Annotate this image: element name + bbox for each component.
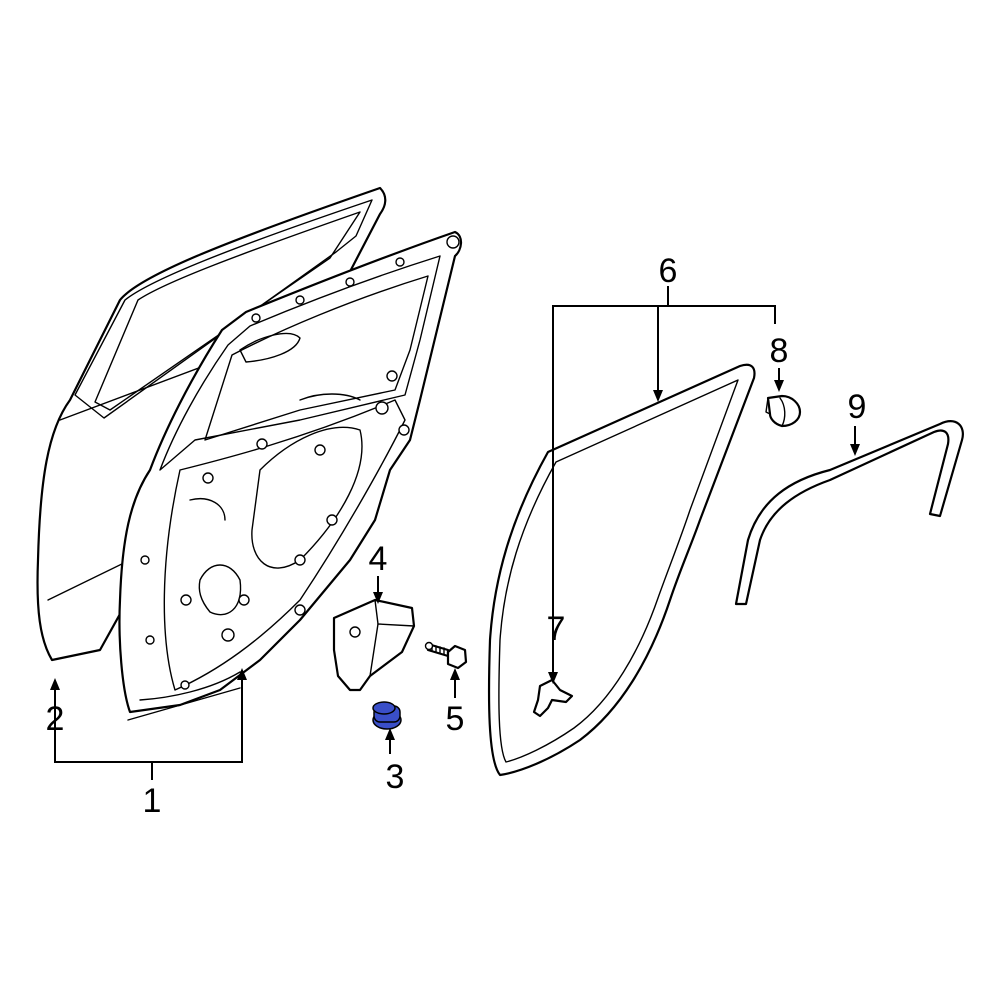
- door-weatherstrip[interactable]: [487, 363, 756, 777]
- plug[interactable]: [765, 394, 802, 428]
- callout-labels: 1 2 3 4 5 6 7 8 9: [46, 252, 867, 820]
- callout-2: 2: [46, 700, 65, 738]
- retainer-clip[interactable]: [532, 678, 574, 718]
- bolt[interactable]: [424, 641, 468, 670]
- arrowhead-8: [774, 380, 784, 392]
- glass-run-channel[interactable]: [734, 420, 964, 606]
- callout-9: 9: [848, 388, 867, 426]
- door-bracket[interactable]: [332, 598, 416, 692]
- callout-6: 6: [659, 252, 678, 290]
- callout-7: 7: [547, 610, 566, 648]
- callout-3: 3: [386, 758, 405, 796]
- arrowhead-3: [385, 728, 395, 740]
- callout-4: 4: [369, 540, 388, 578]
- arrowhead-4: [373, 592, 383, 604]
- arrowhead-2: [50, 678, 60, 690]
- arrowhead-5: [450, 668, 460, 680]
- callout-1: 1: [143, 782, 162, 820]
- callout-8: 8: [770, 332, 789, 370]
- clip-part-3[interactable]: [372, 701, 402, 730]
- arrowhead-1: [237, 668, 247, 680]
- callout-5: 5: [446, 700, 465, 738]
- arrowhead-7: [548, 672, 558, 684]
- door-inner-frame[interactable]: [118, 230, 463, 721]
- arrowhead-6: [653, 390, 663, 402]
- leader-lines: [50, 286, 860, 780]
- arrowhead-9: [850, 444, 860, 456]
